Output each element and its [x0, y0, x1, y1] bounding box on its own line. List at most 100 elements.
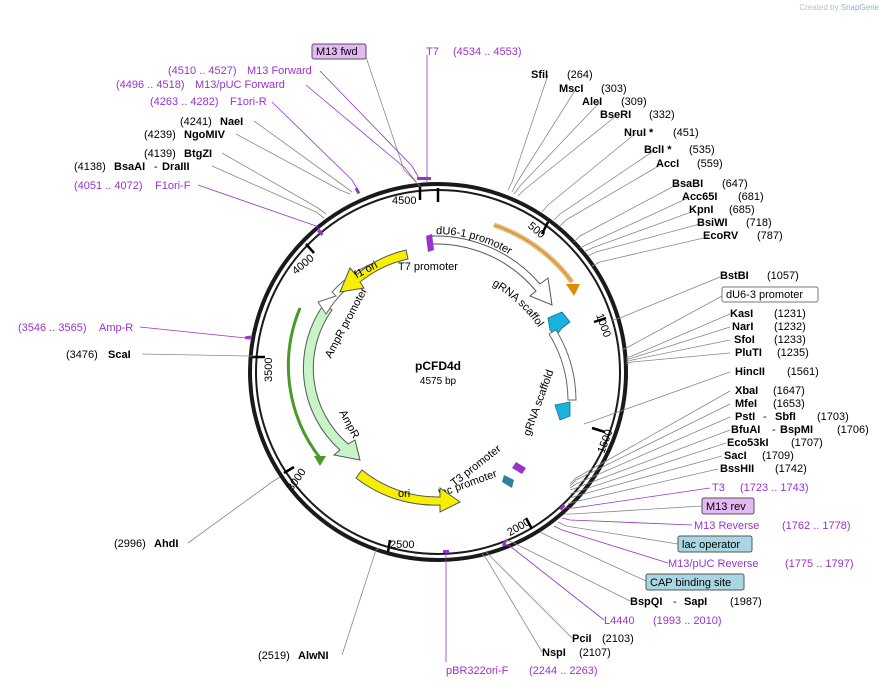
f1r-name: F1ori-R: [230, 96, 267, 108]
leader-ahd: [187, 476, 281, 544]
t3-coords: (1723 .. 1743): [740, 482, 809, 494]
tick-label-4000: 4000: [290, 252, 316, 277]
feature-highlight-arc-line: [493, 224, 573, 283]
alw-coords: (2519): [258, 650, 290, 662]
feature-f1-ori[interactable]: [339, 249, 409, 293]
bsaai-name: BsaAI: [114, 161, 145, 173]
btg-name: BtgZI: [184, 148, 212, 160]
plu-name: PluTI: [735, 347, 762, 359]
pci-coords: (2103): [602, 633, 634, 645]
mark-l4440: [502, 539, 507, 547]
feature-ampr-strand: [286, 307, 322, 459]
du63-box[interactable]: [721, 286, 819, 303]
feature-lac-promoter[interactable]: [502, 475, 514, 488]
leader-acc65: [579, 197, 689, 249]
feature-du6-3-promoter-arc[interactable]: [548, 329, 577, 401]
leader-sac: [569, 455, 723, 499]
leader-m13pucr: [553, 525, 669, 564]
du63-name: dU6-3 promoter: [726, 289, 803, 301]
leader-sfi: [507, 74, 549, 191]
leader-du63: [621, 295, 723, 351]
cap-name: CAP binding site: [650, 577, 731, 589]
feature-ampr-strand-arrowhead: [314, 456, 326, 466]
pst-sep: -: [763, 411, 767, 423]
m13fwd-box[interactable]: [311, 43, 367, 60]
bspqi-name: BspQI: [630, 596, 662, 608]
feature-t3-promoter[interactable]: [512, 462, 526, 474]
feature-du6-1-promoter[interactable]: [431, 235, 553, 306]
feature-grna-scaffold-2[interactable]: [554, 401, 571, 421]
nru-coords: (451): [673, 127, 699, 139]
leader-bsshii: [567, 468, 719, 505]
sac-name: SacI: [724, 450, 747, 462]
m13puc-coords: (4496 .. 4518): [116, 79, 185, 91]
bsab-coords: (647): [722, 178, 748, 190]
m13r-name: M13 Reverse: [694, 520, 759, 532]
leader-bsr: [517, 115, 617, 197]
leader-m13f: [319, 70, 421, 181]
nar-coords: (1232): [774, 321, 806, 333]
mark-pbr: [443, 550, 449, 553]
label-grna-scaffold-2: gRNA scaffold: [521, 368, 556, 437]
ahd-coords: (2996): [114, 538, 146, 550]
leaders-left: [139, 55, 428, 656]
f1f-name: F1ori-F: [155, 180, 191, 192]
nae-name: NaeI: [220, 116, 243, 128]
ale-name: AleI: [582, 96, 602, 108]
ampr-name: Amp-R: [99, 322, 133, 334]
xba-coords: (1647): [773, 385, 805, 397]
msc-name: MscI: [559, 83, 583, 95]
bsab-name: BsaBI: [672, 178, 703, 190]
t7-coords: (4534 .. 4553): [453, 46, 522, 58]
labels-right: SfiI (264) MscI (303) AleI (309) BseRI (…: [446, 69, 869, 677]
leader-bfu: [569, 429, 731, 491]
leader-xba: [569, 390, 731, 485]
t3-name: T3: [712, 482, 725, 494]
m13f-coords: (4510 .. 4527): [168, 65, 237, 77]
tick-1500: [591, 426, 606, 434]
m13pucr-name: M13/pUC Reverse: [668, 558, 758, 570]
leader-mfe: [569, 403, 731, 487]
mark-f1r: [354, 187, 361, 195]
nru-name: NruI *: [624, 127, 654, 139]
tick-4000: [305, 243, 315, 254]
lacop-box[interactable]: [677, 535, 753, 553]
tick-label-3500: 3500: [263, 358, 275, 382]
leader-m13rev: [564, 505, 703, 515]
feature-grna-scaffold-1[interactable]: [547, 311, 571, 337]
hinc-coords: (1561): [787, 366, 819, 378]
acc-name: AccI: [656, 158, 679, 170]
tick-2500: [386, 539, 392, 553]
m13f-name: M13 Forward: [247, 65, 312, 77]
leader-l4440: [503, 543, 605, 621]
eco53-name: Eco53kI: [727, 437, 769, 449]
sca-coords: (3476): [66, 349, 98, 361]
bfu-name2: BspMI: [780, 424, 813, 436]
bsaai-name2: DraIII: [162, 161, 190, 173]
nsp-coords: (2107): [579, 647, 611, 659]
lacop-name: lac operator: [682, 539, 740, 551]
m13rev-box[interactable]: [701, 497, 755, 515]
pci-name: PciI: [572, 633, 592, 645]
feature-t7-promoter[interactable]: [426, 234, 434, 252]
cap-box[interactable]: [645, 573, 745, 591]
tick-500: [540, 221, 550, 235]
leader-bsaai: [211, 165, 325, 219]
m13puc-name: M13/pUC Forward: [195, 79, 285, 91]
bstbi-coords: (1057): [767, 270, 799, 282]
feature-ori[interactable]: [355, 469, 461, 513]
bcl-name: BclI *: [644, 144, 672, 156]
leader-m13puc: [305, 84, 417, 183]
leader-bsiw: [587, 223, 701, 257]
kas-name: KasI: [730, 308, 753, 320]
m13r-coords: (1762 .. 1778): [782, 520, 851, 532]
backbone-outer: [248, 182, 628, 562]
nsp-name: NspI: [542, 647, 566, 659]
leader-lacop: [557, 521, 679, 545]
mark-t7: [417, 177, 431, 180]
pst-coords: (1703): [817, 411, 849, 423]
leader-btg: [221, 152, 327, 215]
feature-ampr[interactable]: [302, 303, 361, 461]
pst-name: PstI: [735, 411, 755, 423]
ale-coords: (309): [621, 96, 647, 108]
